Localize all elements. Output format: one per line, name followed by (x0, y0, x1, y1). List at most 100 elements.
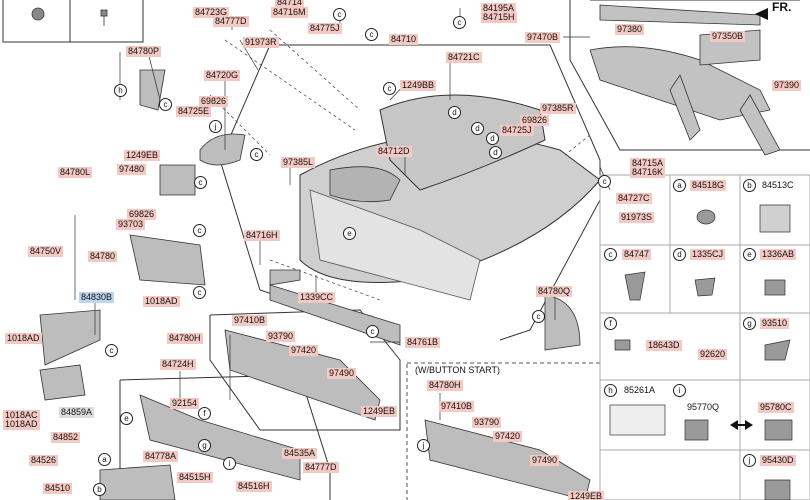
front-arrow-icon (755, 8, 768, 20)
part-label-69826: 69826 (127, 209, 157, 220)
part-label-84724H: 84724H (160, 359, 196, 370)
callout-letter-e: e (120, 412, 133, 425)
part-label-91973R: 91973R (243, 37, 279, 48)
callout-letter-c: c (193, 286, 206, 299)
legend-part-95770Q: 95770Q (687, 402, 720, 412)
part-label-84716M: 84716M (271, 7, 308, 18)
part-label-97350B: 97350B (710, 31, 746, 42)
legend-part-93510: 93510 (760, 318, 790, 329)
part-label-84516H: 84516H (236, 481, 272, 492)
part-label-84716H: 84716H (244, 230, 280, 241)
part-label-84852: 84852 (51, 432, 81, 443)
part-label-84716K: 84716K (630, 167, 666, 178)
part-label-84515H: 84515H (177, 472, 213, 483)
crash-pad-shape (299, 94, 601, 301)
callout-letter-b: b (93, 483, 106, 496)
callout-letter-c: c (333, 8, 346, 21)
legend-part-84747: 84747 (622, 249, 652, 260)
part-label-84780Q: 84780Q (536, 286, 573, 297)
callout-letter-d: d (489, 146, 502, 159)
callout-letter-c: c (194, 176, 207, 189)
duct-box (569, 0, 810, 151)
callout-letter-d: d (448, 106, 461, 119)
part-label-84780H: 84780H (427, 380, 463, 391)
callout-letter-c: c (383, 82, 396, 95)
legend-letter-i: i (673, 384, 686, 397)
part-label-84526: 84526 (29, 455, 59, 466)
legend-part-95430D: 95430D (760, 455, 796, 466)
part-label-1018AD: 1018AD (143, 296, 180, 307)
part-label-1249BB: 1249BB (400, 80, 437, 91)
part-label-97390: 97390 (772, 80, 802, 91)
part-label-84750V: 84750V (28, 246, 64, 257)
part-label-84778A: 84778A (143, 451, 179, 462)
part-label-84727C: 84727C (616, 193, 652, 204)
part-label-69826: 69826 (199, 96, 229, 107)
callout-letter-c: c (250, 148, 263, 161)
callout-letter-c: c (598, 175, 611, 188)
legend-icons (609, 204, 793, 500)
part-label-1249EB: 1249EB (124, 150, 161, 161)
callout-letter-i: i (223, 457, 236, 470)
callout-letter-d: d (486, 132, 499, 145)
legend-letter-h: h (604, 384, 617, 397)
part-label-1249EB: 1249EB (568, 491, 605, 500)
callout-letter-d: d (471, 122, 484, 135)
callout-letter-a: a (98, 453, 111, 466)
part-label-84712D: 84712D (376, 146, 412, 157)
legend-part-85261A: 85261A (624, 385, 656, 395)
part-label-84777D: 84777D (213, 16, 249, 27)
legend-letter-g: g (743, 317, 756, 330)
part-label-1339CC: 1339CC (298, 292, 336, 303)
legend-letter-e: e (743, 248, 756, 261)
callout-letter-c: c (105, 344, 118, 357)
legend-part-1335CJ: 1335CJ (690, 249, 726, 260)
callout-letter-c: c (159, 98, 172, 111)
fastener-box (2, 0, 144, 43)
part-label-97480: 97480 (117, 164, 147, 175)
part-label-84775J: 84775J (308, 23, 342, 34)
part-label-92154: 92154 (170, 398, 200, 409)
fastener-icon (31, 7, 108, 26)
part-label-97420: 97420 (493, 431, 523, 442)
legend-letter-f: f (604, 317, 617, 330)
part-label-84715A: 84715A (630, 158, 666, 169)
part-label-84761B: 84761B (405, 337, 441, 348)
part-label-84721C: 84721C (446, 52, 482, 63)
part-label-97410B: 97410B (232, 315, 268, 326)
callout-letter-c: c (366, 325, 379, 338)
legend-part-1336AB: 1336AB (760, 249, 797, 260)
legend-part-84513C: 84513C (762, 180, 794, 190)
part-label-91973S: 91973S (619, 212, 655, 223)
part-label-84710: 84710 (389, 34, 419, 45)
callout-letter-c: c (193, 224, 206, 237)
part-label-84859A: 84859A (59, 407, 95, 418)
part-label-84780H: 84780H (167, 333, 203, 344)
button-start-title: (W/BUTTON START) (415, 365, 500, 375)
legend-letter-b: b (743, 179, 756, 192)
callout-letter-h: h (114, 84, 127, 97)
part-label-84715H: 84715H (481, 12, 517, 23)
callout-letter-c: c (532, 310, 545, 323)
front-direction-label: FR. (772, 0, 792, 14)
part-label-1018AD: 1018AD (3, 419, 40, 430)
part-label-84777D: 84777D (303, 462, 339, 473)
callout-letter-g: g (198, 439, 211, 452)
part-label-84780L: 84780L (58, 167, 93, 178)
double-arrow-icon (730, 420, 753, 430)
part-label-84725E: 84725E (176, 106, 212, 117)
legend-part-95780C: 95780C (758, 402, 794, 413)
part-label-1018AD: 1018AD (5, 333, 42, 344)
callout-letter-c: c (453, 16, 466, 29)
part-label-97470B: 97470B (525, 32, 561, 43)
part-label-84723G: 84723G (193, 7, 230, 18)
callout-letter-f: f (198, 407, 211, 420)
part-label-1249EB: 1249EB (361, 406, 398, 417)
legend-part-18643D: 18643D (646, 340, 682, 351)
left-parts (39, 69, 301, 401)
legend-letter-j: j (743, 454, 756, 467)
part-label-93703: 93703 (116, 219, 146, 230)
button-start-parts (424, 419, 591, 500)
